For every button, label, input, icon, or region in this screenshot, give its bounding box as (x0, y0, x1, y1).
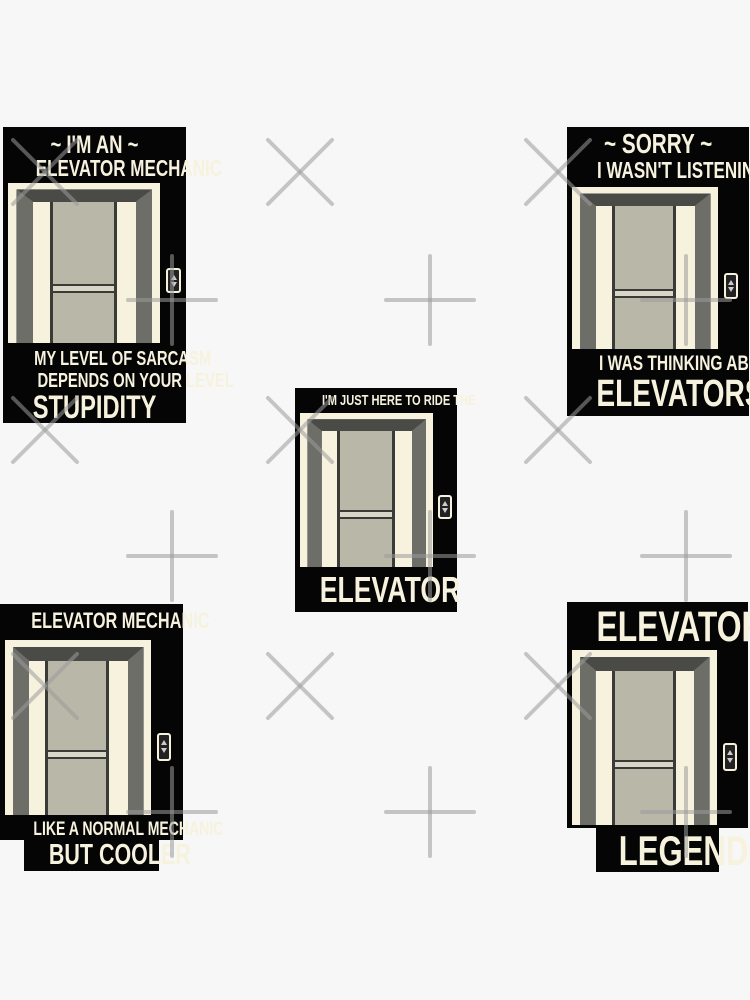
sticker-text: BUT COOLER (48, 839, 191, 871)
elevator-icon (572, 650, 738, 825)
watermark-x-icon (266, 652, 334, 720)
elevator-icon (5, 640, 172, 815)
sticker-text: I WASN'T LISTENING (596, 157, 750, 183)
elevator-call-button-icon (156, 732, 172, 761)
sticker-text: LIKE A NORMAL MECHANIC (33, 819, 224, 840)
watermark-x-icon (11, 652, 79, 720)
sticker-mechanic-but-cooler: ELEVATOR MECHANIC LIKE A NORMAL MECHANIC (0, 604, 224, 840)
watermark-x-icon (524, 138, 592, 206)
sticker-text: I'M JUST HERE TO RIDE THE (321, 392, 476, 409)
watermark-x-icon (11, 138, 79, 206)
sticker-text: DEPENDS ON YOUR LEVEL (37, 370, 234, 392)
elevator-icon (572, 187, 739, 349)
sticker-text: ELEVATOR (596, 603, 750, 651)
sticker-text: ELEVATOR MECHANIC (31, 608, 210, 633)
sticker-text: STUPIDITY (32, 389, 157, 425)
sticker-elevator-legend: ELEVATOR (567, 602, 750, 828)
elevator-call-button-icon (722, 742, 738, 771)
sticker-sorry-wasnt-listening: ~ SORRY ~ I WASN'T LISTENING I WAS THINK… (567, 127, 750, 416)
watermark-x-icon (266, 138, 334, 206)
elevator-call-button-icon (438, 494, 452, 520)
watermark-x-icon (524, 396, 592, 464)
sticker-text-box: BUT COOLER (24, 838, 191, 871)
sticker-text: ELEVATOR (319, 569, 461, 610)
sticker-text: ~ SORRY ~ (603, 128, 713, 159)
sticker-text: ELEVATOR MECHANIC (35, 155, 223, 181)
elevator-icon (300, 413, 452, 567)
sticker-text: LEGEND (618, 827, 749, 874)
sticker-text-box: LEGEND (596, 826, 749, 874)
watermark-x-icon (266, 396, 334, 464)
sticker-text: ELEVATORS (596, 373, 750, 415)
sticker-text: MY LEVEL OF SARCASM (34, 348, 212, 370)
watermark-x-icon (11, 396, 79, 464)
sticker-elevator-mechanic-sarcasm: ~ I'M AN ~ ELEVATOR MECHANIC MY LEVEL OF… (3, 127, 234, 425)
sticker-text: I WAS THINKING ABOUT (599, 352, 750, 375)
watermark-x-icon (524, 652, 592, 720)
elevator-call-button-icon (723, 272, 739, 299)
